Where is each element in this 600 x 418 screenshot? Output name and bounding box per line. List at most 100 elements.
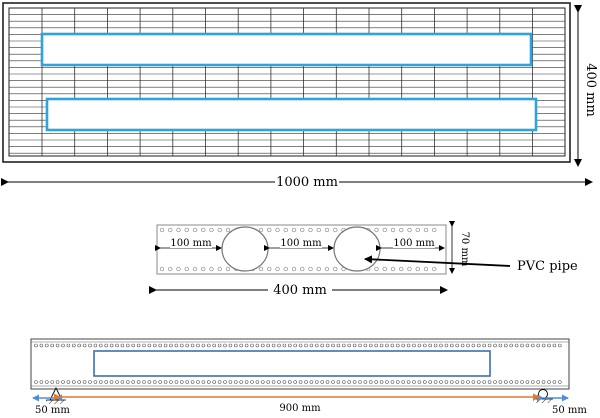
rebar-dot — [44, 380, 49, 384]
rebar-dot — [212, 380, 216, 384]
rebar-dot — [126, 380, 130, 384]
plan-outer-border — [2, 2, 571, 163]
rebar-dot — [358, 343, 362, 348]
rebar-dot — [291, 227, 297, 233]
rebar-dot — [320, 380, 325, 384]
rebar-dot — [439, 343, 443, 348]
rebar-dot — [131, 343, 135, 348]
rebar-dot — [352, 380, 357, 384]
rebar-dot — [77, 343, 81, 348]
span-label: 900 mm — [279, 403, 321, 414]
rebar-dot — [422, 380, 427, 384]
rebar-dot — [225, 266, 231, 272]
plan-view: 400 mm 1000 mm — [1, 2, 598, 190]
rebar-dot — [432, 266, 437, 272]
support-left-label: 50 mm — [35, 405, 70, 416]
cross-section: 100 mm 100 mm 100 mm 70 mm 400 mm PVC pi… — [149, 221, 578, 298]
plan-width-label: 1000 mm — [276, 175, 338, 190]
plan-height-label: 400 mm — [583, 63, 598, 117]
pvc-pipe-right — [333, 226, 381, 272]
rebar-dot — [258, 227, 264, 233]
rebar-dot — [61, 343, 65, 348]
rebar-dot — [250, 380, 254, 384]
rebar-dot — [147, 380, 152, 384]
rebar-dot — [196, 380, 200, 384]
rebar-dot — [503, 380, 508, 384]
rebar-dot — [163, 380, 168, 384]
rebar-dot — [298, 343, 303, 348]
rebar-dot — [159, 266, 165, 272]
rebar-dot — [308, 266, 313, 272]
rebar-dot — [282, 380, 287, 384]
rebar-dot — [347, 380, 352, 384]
rebar-dot — [368, 343, 373, 348]
rebar-dot — [109, 343, 114, 348]
rebar-dot — [277, 343, 281, 348]
rebar-dot — [93, 380, 98, 384]
rebar-dot — [444, 343, 449, 348]
rebar-dot — [190, 343, 195, 348]
rebar-dot — [536, 343, 541, 348]
rebar-dot — [316, 227, 321, 233]
rebar-dot — [428, 343, 433, 348]
rebar-dot — [266, 343, 271, 348]
rebar-dot — [158, 380, 162, 384]
rebar-dot — [201, 266, 206, 272]
rebar-dot — [217, 227, 222, 233]
pvc-pipe-left — [221, 226, 269, 272]
rebar-dot — [185, 380, 189, 384]
rebar-dot — [428, 380, 433, 384]
rebar-dot — [260, 343, 265, 348]
rebar-dot — [115, 343, 119, 348]
rebar-dot — [325, 380, 330, 384]
rebar-dot — [309, 343, 314, 348]
rebar-dot — [275, 227, 280, 233]
rebar-dot — [192, 227, 198, 233]
rebar-dot — [514, 343, 519, 348]
rebar-dot — [250, 343, 254, 348]
rebar-dots — [159, 227, 437, 272]
rebar-dot — [300, 266, 305, 272]
rebar-dot — [466, 380, 470, 384]
ground-hatch-right — [533, 399, 553, 403]
rebar-dot — [82, 380, 87, 384]
rebar-dot — [325, 343, 330, 348]
rebar-dot — [168, 227, 173, 233]
rebar-dot — [509, 380, 514, 384]
rebar-dot — [493, 380, 497, 384]
rebar-dot — [382, 227, 387, 233]
rebar-dot — [415, 266, 420, 272]
rebar-dot — [358, 380, 362, 384]
rebar-dot — [61, 380, 65, 384]
rebar-dot — [174, 380, 179, 384]
rebar-dot — [225, 227, 231, 233]
rebar-dot — [406, 343, 411, 348]
rebar-dot — [180, 380, 184, 384]
rebar-dot — [390, 343, 395, 348]
rebar-dot — [88, 343, 92, 348]
pvc-pipe-leader — [364, 255, 511, 267]
rebar-dot — [336, 380, 341, 384]
rebar-dot — [415, 227, 420, 233]
spacing-left-label: 100 mm — [170, 238, 212, 249]
rebar-dot — [158, 343, 162, 348]
rebar-dot — [39, 380, 44, 384]
rebar-dot — [399, 227, 404, 233]
rebar-dot — [308, 227, 313, 233]
rebar-dot — [536, 380, 541, 384]
rebar-dot — [142, 343, 146, 348]
rebar-dot — [390, 266, 396, 272]
rebar-dot — [277, 380, 281, 384]
rebar-dot — [88, 380, 92, 384]
rebar-dot — [184, 227, 189, 233]
rebar-dot — [314, 343, 319, 348]
rebar-dot — [136, 343, 141, 348]
rebar-dot — [379, 380, 384, 384]
rebar-dot — [379, 343, 384, 348]
rebar-dot — [498, 380, 503, 384]
rebar-dots-elevation — [31, 341, 569, 387]
section-outline — [156, 224, 447, 275]
rebar-dot — [192, 266, 198, 272]
pvc-pipe-label: PVC pipe — [517, 259, 578, 274]
rebar-dot — [207, 380, 211, 384]
